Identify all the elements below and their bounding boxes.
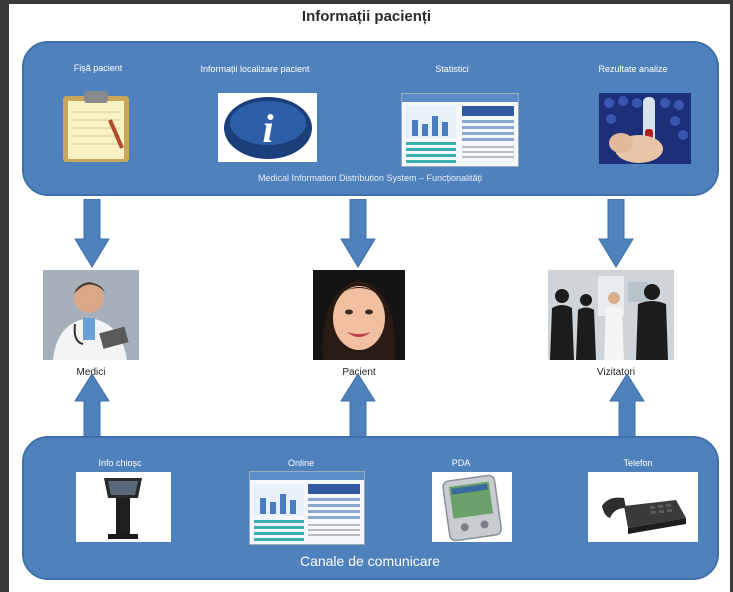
telephone-label: Telefon <box>623 458 653 468</box>
statistics-screenshot-icon <box>401 93 519 167</box>
statistics-label: Statistici <box>435 64 469 74</box>
patient-location-label: Informații localizare pacient <box>200 64 310 74</box>
doctors-label: Medici <box>76 367 106 378</box>
functionalities-caption: Medical Information Distribution System … <box>257 173 483 183</box>
communication-channels-caption: Canale de comunicare <box>299 553 441 569</box>
visitors-photo <box>548 270 674 360</box>
patient-photo <box>313 270 405 360</box>
doctor-photo <box>43 270 139 360</box>
kiosk-label: Info chioșc <box>98 458 142 468</box>
diagram-title: Informații pacienți <box>301 8 432 25</box>
arrow-down-to-visitors <box>598 199 634 269</box>
lab-tubes-icon <box>599 93 691 164</box>
kiosk-icon <box>76 472 171 542</box>
arrow-up-from-channels-3 <box>609 373 645 441</box>
arrow-up-from-channels-1 <box>74 373 110 441</box>
pda-label: PDA <box>451 458 471 468</box>
pda-icon <box>432 472 512 542</box>
telephone-icon <box>588 472 698 542</box>
patient-record-label: Fișă pacient <box>73 63 123 73</box>
lab-results-label: Rezultate analize <box>598 64 668 74</box>
patient-label: Pacient <box>342 367 376 378</box>
online-screenshot-icon <box>249 471 365 545</box>
online-label: Online <box>287 458 314 468</box>
arrow-down-to-doctors <box>74 199 110 269</box>
svg-text:i: i <box>262 106 273 151</box>
clipboard-icon <box>60 90 135 166</box>
arrow-up-from-channels-2 <box>340 373 376 441</box>
info-icon: i <box>218 93 317 162</box>
arrow-down-to-patient <box>340 199 376 269</box>
visitors-label: Vizitatori <box>596 367 636 378</box>
